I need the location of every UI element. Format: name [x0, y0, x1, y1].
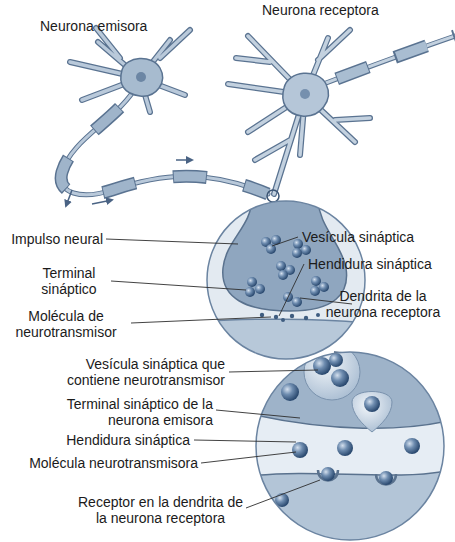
synapse-closeup: [200, 195, 380, 370]
sender-neuron: [136, 72, 146, 82]
synapse-closeup: [316, 313, 320, 317]
synapse-closeup: [278, 270, 288, 280]
receiver-neuron: [283, 73, 329, 116]
synapse-closeup: [310, 286, 320, 296]
sender-neuron: [61, 84, 268, 195]
leader-line: [279, 264, 304, 316]
synapse-closeup: [247, 277, 257, 287]
cleft-closeup: [379, 471, 393, 485]
part-label: Vesícula sináptica que contiene neurotra…: [35, 356, 225, 388]
closeup-border: [207, 201, 365, 359]
receiver-neuron: [300, 89, 310, 99]
impulse-arrow: [92, 200, 112, 204]
part-label: Hendidura sináptica: [40, 432, 190, 448]
part-label: Neurona emisora: [40, 18, 147, 34]
part-label: Terminal sináptico: [30, 265, 108, 297]
synapse-closeup: [292, 248, 302, 258]
synapse-closeup: [276, 261, 286, 271]
leader-line: [229, 370, 318, 372]
receiver-neuron: [318, 36, 455, 86]
sender-neuron: [61, 84, 268, 195]
cleft-closeup: [275, 353, 420, 507]
synapse-closeup: [304, 316, 308, 320]
part-label: Dendrita de la neurona receptora: [318, 288, 448, 320]
receiver-neuron: [228, 30, 370, 194]
synapse-closeup: [301, 245, 311, 255]
part-label: Terminal sináptico de la neurona emisora: [48, 396, 213, 428]
synapse-closeup: [281, 318, 285, 322]
part-label: Neurona receptora: [262, 2, 379, 18]
closeup-border: [256, 352, 444, 540]
part-label: Molécula de neurotransmisor: [3, 308, 129, 340]
part-label: Hendidura sináptica: [308, 256, 432, 272]
synapse-closeup: [274, 315, 278, 319]
leader-line: [106, 239, 238, 244]
cleft-closeup: [281, 383, 299, 401]
part-label: Impulso neural: [3, 231, 103, 247]
leader-line: [131, 317, 271, 323]
leader-line: [194, 440, 296, 442]
sender-neuron: [61, 28, 268, 195]
receiver-neuron: [228, 30, 370, 194]
part-label: Vesícula sináptica: [302, 229, 414, 245]
sender-neuron: [61, 84, 268, 195]
leader-line: [216, 410, 300, 418]
cleft-closeup: [329, 353, 343, 367]
cleft-closeup: [331, 369, 349, 387]
synapse-closeup: [245, 287, 255, 297]
leader-line: [201, 452, 296, 463]
cleft-closeup: [321, 467, 335, 481]
impulse-arrow: [66, 190, 72, 206]
synapse-closeup: [260, 313, 264, 317]
cleft-closeup: [352, 392, 392, 433]
cleft-closeup: [250, 344, 452, 542]
synapse-closeup: [311, 276, 321, 286]
cleft-closeup: [292, 442, 308, 458]
synapse-closeup: [319, 282, 329, 292]
receiver-neuron: [318, 36, 455, 86]
part-label: Molécula neurotransmisora: [3, 455, 198, 471]
impulse-arrow: [176, 159, 192, 161]
receiver-neuron: [318, 36, 455, 86]
cleft-closeup: [404, 438, 420, 454]
synapse-closeup: [290, 314, 294, 318]
cleft-closeup: [337, 440, 353, 456]
receiver-neuron: [228, 30, 455, 194]
synapse-closeup: [293, 239, 303, 249]
impulse-arrow: [66, 160, 192, 206]
zoom-marker: [267, 190, 279, 202]
cleft-closeup: [313, 357, 331, 375]
cleft-closeup: [364, 396, 380, 412]
sender-neuron: [121, 58, 163, 96]
synapse-closeup: [255, 284, 265, 294]
leader-line: [111, 281, 246, 290]
leader-line: [272, 237, 298, 246]
receiver-neuron: [318, 36, 455, 86]
sender-neuron: [61, 84, 268, 195]
leader-line: [246, 480, 320, 508]
part-label: Receptor en la dendrita de la neurona re…: [78, 494, 243, 526]
